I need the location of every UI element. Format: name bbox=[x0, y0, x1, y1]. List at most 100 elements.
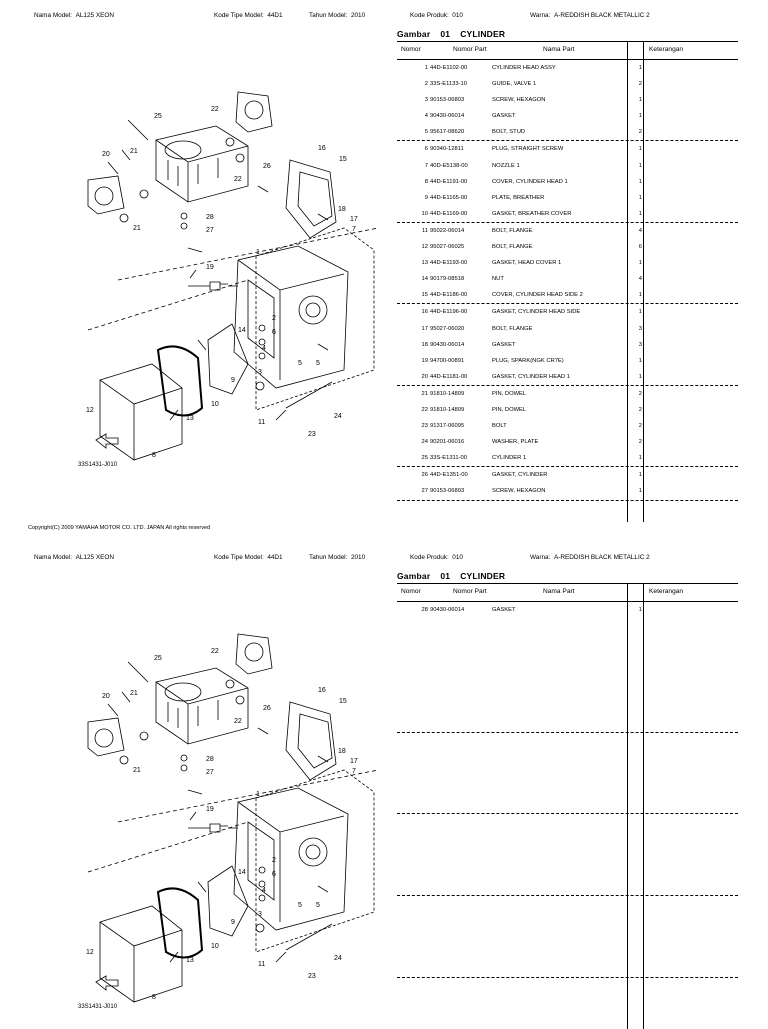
part-ref-number: 9 bbox=[424, 194, 428, 201]
svg-text:26: 26 bbox=[263, 705, 271, 712]
ref-label: 2 bbox=[272, 315, 276, 322]
col-note: Keterangan bbox=[649, 588, 684, 595]
part-name: BOLT, STUD bbox=[492, 129, 526, 136]
ref-label: 7 bbox=[352, 226, 356, 233]
ref-label: 5 bbox=[298, 360, 302, 367]
svg-text:19: 19 bbox=[206, 806, 214, 813]
svg-text:7: 7 bbox=[352, 768, 356, 775]
svg-text:1: 1 bbox=[256, 791, 260, 798]
parts-table: Nomor Nomor Part Nama Part Keterangan 28… bbox=[397, 583, 738, 1029]
part-name: GASKET bbox=[492, 607, 516, 613]
part-quantity: 1 bbox=[638, 65, 642, 71]
part-ref-number: 19 bbox=[421, 357, 428, 364]
part-ref-number: 18 bbox=[421, 341, 428, 348]
gasket-shape bbox=[235, 91, 273, 133]
part-quantity: 1 bbox=[638, 162, 642, 169]
col-no: Nomor bbox=[401, 588, 421, 595]
part-name: PIN, DOWEL bbox=[492, 390, 527, 397]
part-quantity: 1 bbox=[638, 97, 642, 104]
part-quantity: 1 bbox=[638, 260, 642, 267]
model-name: Nama Model: AL125 XEON bbox=[34, 12, 114, 19]
svg-text:21: 21 bbox=[133, 767, 141, 774]
part-number: 94700-00891 bbox=[430, 357, 465, 364]
catalog-page-2: Nama Model: AL125 XEON Kode Tipe Model: … bbox=[0, 542, 768, 1029]
part-ref-number: 14 bbox=[421, 276, 428, 283]
part-number: 90430-06014 bbox=[430, 607, 465, 613]
part-number: 44D-E1169-00 bbox=[430, 210, 468, 217]
ref-label: 1 bbox=[256, 249, 260, 256]
part-ref-number: 3 bbox=[424, 97, 428, 104]
part-quantity: 2 bbox=[638, 81, 642, 88]
part-quantity: 1 bbox=[638, 309, 642, 316]
svg-text:4: 4 bbox=[262, 887, 266, 894]
part-name: BOLT, FLANGE bbox=[492, 244, 533, 251]
part-quantity: 1 bbox=[638, 292, 642, 299]
part-number: 40D-E5138-00 bbox=[430, 162, 468, 169]
svg-text:10: 10 bbox=[211, 943, 219, 950]
svg-text:13: 13 bbox=[186, 957, 194, 964]
part-name: GASKET bbox=[492, 113, 516, 120]
part-ref-number: 15 bbox=[421, 292, 428, 299]
part-name: PIN, DOWEL bbox=[492, 406, 527, 413]
part-number: 90201-06016 bbox=[430, 439, 465, 446]
part-name: PLUG, SPARK(NGK CR7E) bbox=[492, 357, 564, 364]
col-note: Keterangan bbox=[649, 46, 684, 53]
part-name: CYLINDER HEAD ASSY bbox=[492, 65, 556, 71]
color: Warna: A-REDDISH BLACK METALLIC 2 bbox=[530, 554, 650, 561]
ref-label: 12 bbox=[86, 407, 94, 414]
part-name: COVER, CYLINDER HEAD SIDE 2 bbox=[492, 292, 583, 299]
part-name: COVER, CYLINDER HEAD 1 bbox=[492, 178, 568, 185]
color: Warna: A-REDDISH BLACK METALLIC 2 bbox=[530, 12, 650, 19]
part-quantity: 1 bbox=[638, 373, 642, 380]
part-ref-number: 7 bbox=[424, 162, 428, 169]
part-number: 44D-E1193-00 bbox=[430, 260, 468, 267]
part-name: NUT bbox=[492, 276, 504, 283]
part-ref-number: 4 bbox=[424, 113, 428, 120]
svg-text:17: 17 bbox=[350, 758, 358, 765]
svg-text:14: 14 bbox=[238, 869, 246, 876]
svg-text:3: 3 bbox=[258, 911, 262, 918]
part-quantity: 1 bbox=[638, 210, 642, 217]
col-no: Nomor bbox=[401, 46, 421, 53]
ref-label: 8 bbox=[152, 452, 156, 459]
svg-text:15: 15 bbox=[339, 698, 347, 705]
part-ref-number: 28 bbox=[421, 607, 428, 613]
part-quantity: 2 bbox=[638, 406, 642, 413]
part-quantity: 1 bbox=[638, 178, 642, 185]
part-number: 44D-E1102-00 bbox=[430, 65, 468, 71]
ref-label: 28 bbox=[206, 214, 214, 221]
part-quantity: 1 bbox=[638, 488, 642, 495]
ref-label: 20 bbox=[102, 151, 110, 158]
col-divider bbox=[627, 584, 628, 1029]
part-name: WASHER, PLATE bbox=[492, 439, 539, 446]
part-ref-number: 21 bbox=[421, 390, 428, 397]
part-name: GUIDE, VALVE 1 bbox=[492, 81, 537, 88]
group-separator bbox=[397, 813, 738, 814]
part-quantity: 2 bbox=[638, 423, 642, 430]
ref-label: 21 bbox=[133, 225, 141, 232]
part-number: 33S-E1311-00 bbox=[430, 455, 467, 462]
part-quantity: 1 bbox=[638, 607, 642, 613]
ref-label: 24 bbox=[334, 413, 342, 420]
part-name: SCREW, HEXAGON bbox=[492, 97, 546, 104]
model-year: Tahun Model: 2010 bbox=[309, 554, 366, 561]
col-part-name: Nama Part bbox=[543, 46, 575, 53]
part-number: 90430-06014 bbox=[430, 113, 465, 120]
part-ref-number: 11 bbox=[421, 227, 428, 234]
ref-label: 22 bbox=[234, 176, 242, 183]
catalog-page-1: Nama Model: AL125 XEON Kode Tipe Model: … bbox=[28, 12, 738, 531]
